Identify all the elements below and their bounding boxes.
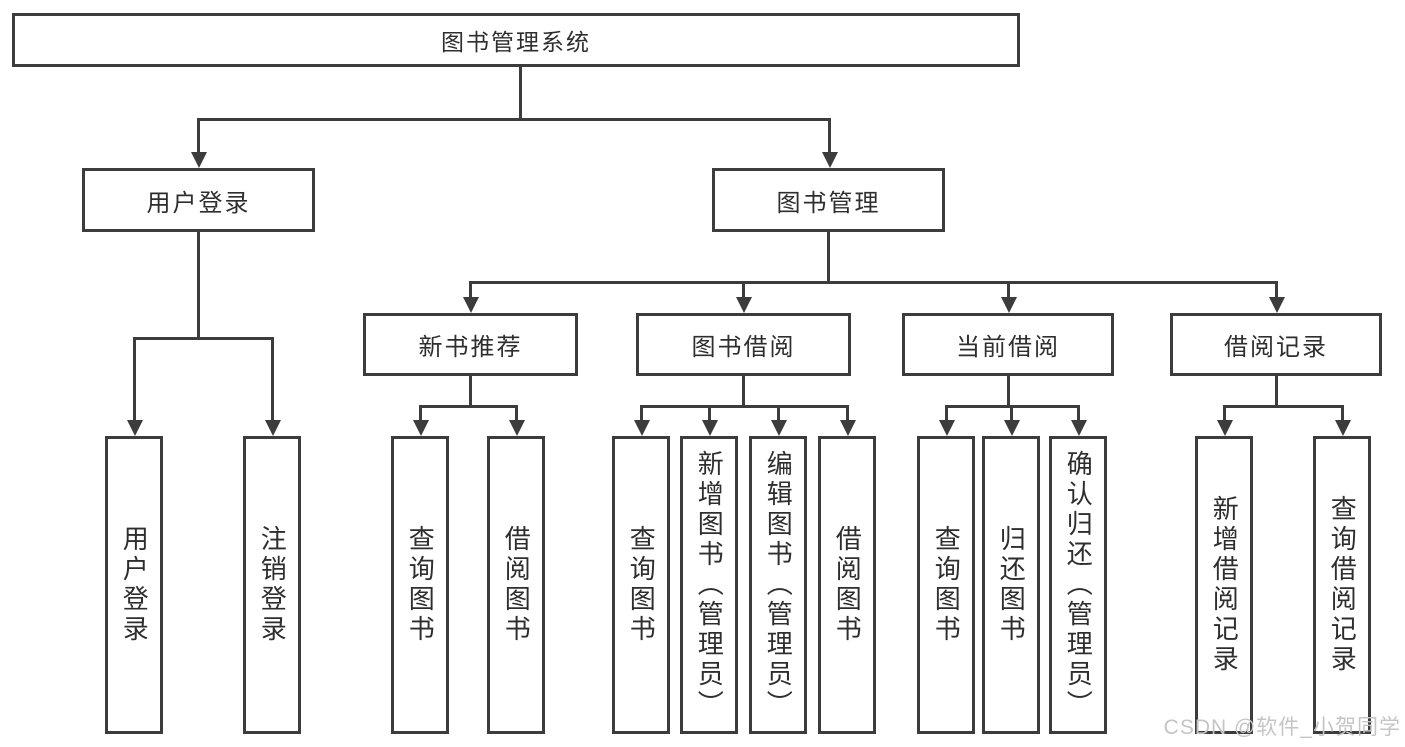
leaf-label: 查询借阅记录 — [1327, 495, 1358, 675]
arrow-down-icon — [133, 340, 136, 420]
connector-line — [197, 118, 831, 121]
connector-line — [827, 232, 830, 281]
arrow-down-icon — [1077, 408, 1080, 420]
arrow-down-icon — [777, 408, 780, 420]
leaf-label: 借阅图书 — [832, 525, 863, 645]
connector-line — [469, 281, 1278, 284]
node-label: 用户登录 — [146, 189, 251, 217]
leaf-label: 查询图书 — [931, 525, 962, 645]
node-book-borrow: 图书借阅 — [636, 313, 851, 376]
leaf-logout: 注销登录 — [243, 436, 301, 734]
arrow-down-icon — [469, 284, 472, 297]
leaf-edit-books-admin: 编辑图书（管理员） — [749, 436, 807, 734]
connector-line — [469, 376, 472, 408]
connector-line — [519, 67, 522, 118]
leaf-borrow-books-2: 借阅图书 — [818, 436, 876, 734]
arrow-down-icon — [1010, 408, 1013, 420]
leaf-add-borrow-record: 新增借阅记录 — [1195, 436, 1253, 734]
leaf-label: 归还图书 — [996, 525, 1027, 645]
leaf-label: 确认归还（管理员） — [1063, 450, 1094, 720]
arrow-down-icon — [1275, 284, 1278, 297]
arrow-down-icon — [419, 408, 422, 420]
node-label: 图书管理 — [776, 189, 881, 217]
leaf-label: 编辑图书（管理员） — [763, 450, 794, 720]
leaf-return-books: 归还图书 — [982, 436, 1040, 734]
connector-line — [742, 376, 745, 408]
connector-line — [1223, 405, 1344, 408]
leaf-confirm-return-admin: 确认归还（管理员） — [1049, 436, 1107, 734]
arrow-down-icon — [1223, 408, 1226, 420]
arrow-down-icon — [515, 408, 518, 420]
leaf-query-borrow-record: 查询借阅记录 — [1313, 436, 1371, 734]
arrow-down-icon — [945, 408, 948, 420]
node-user-login: 用户登录 — [82, 168, 315, 232]
arrow-down-icon — [197, 121, 200, 152]
node-label: 图书借阅 — [691, 334, 796, 361]
node-library-system: 图书管理系统 — [12, 13, 1020, 67]
leaf-label: 新增图书（管理员） — [694, 450, 725, 720]
node-book-management: 图书管理 — [712, 168, 945, 232]
leaf-label: 用户登录 — [119, 525, 150, 645]
leaf-borrow-books-1: 借阅图书 — [487, 436, 545, 734]
arrow-down-icon — [1007, 284, 1010, 297]
node-label: 借阅记录 — [1224, 334, 1328, 361]
node-label: 图书管理系统 — [441, 29, 591, 55]
arrow-down-icon — [828, 121, 831, 152]
node-current-borrow: 当前借阅 — [902, 313, 1114, 376]
node-new-book-recommend: 新书推荐 — [363, 313, 578, 376]
node-borrow-records: 借阅记录 — [1170, 313, 1382, 376]
arrow-down-icon — [1341, 408, 1344, 420]
csdn-watermark: CSDN @软件_小贺同学 — [1163, 716, 1401, 739]
connector-line — [419, 405, 518, 408]
node-label: 当前借阅 — [956, 334, 1060, 361]
connector-line — [133, 337, 274, 340]
connector-line — [640, 405, 849, 408]
leaf-label: 借阅图书 — [501, 525, 532, 645]
leaf-user-login: 用户登录 — [105, 436, 163, 734]
arrow-down-icon — [742, 284, 745, 297]
leaf-query-books-3: 查询图书 — [917, 436, 975, 734]
leaf-label: 注销登录 — [257, 525, 288, 645]
leaf-label: 查询图书 — [405, 525, 436, 645]
leaf-query-books-2: 查询图书 — [612, 436, 670, 734]
leaf-add-books-admin: 新增图书（管理员） — [680, 436, 738, 734]
connector-line — [1007, 376, 1010, 408]
arrow-down-icon — [271, 340, 274, 420]
connector-line — [1275, 376, 1278, 408]
leaf-label: 新增借阅记录 — [1209, 495, 1240, 675]
connector-line — [945, 405, 1080, 408]
arrow-down-icon — [846, 408, 849, 420]
connector-line — [197, 232, 200, 337]
arrow-down-icon — [708, 408, 711, 420]
arrow-down-icon — [640, 408, 643, 420]
node-label: 新书推荐 — [418, 334, 523, 361]
leaf-query-books-1: 查询图书 — [391, 436, 449, 734]
leaf-label: 查询图书 — [626, 525, 657, 645]
